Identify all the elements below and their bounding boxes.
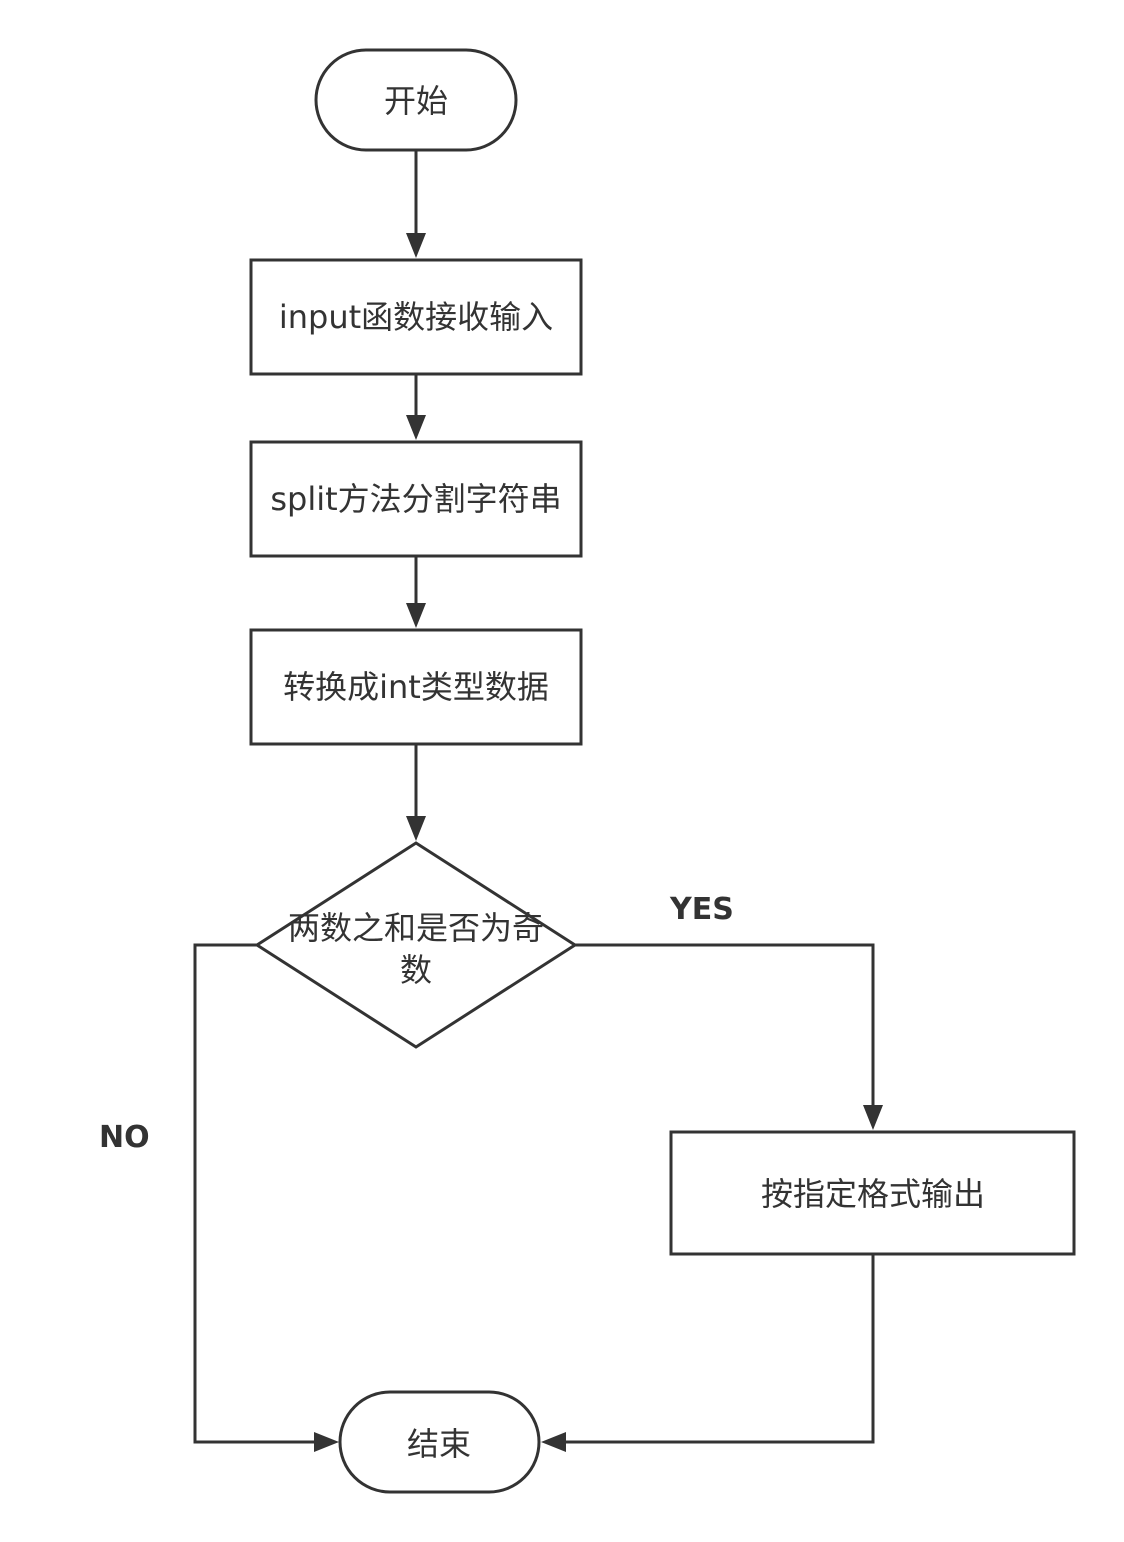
edge-convert-to-decision — [406, 744, 426, 841]
start-label: 开始 — [384, 82, 448, 120]
end-node: 结束 — [338, 1390, 541, 1494]
convert-process-label: 转换成int类型数据 — [283, 668, 549, 706]
arrowhead — [406, 816, 426, 841]
split-process-node: split方法分割字符串 — [249, 440, 583, 558]
decision-node: 两数之和是否为奇 数 — [254, 841, 578, 1049]
arrowhead — [314, 1432, 339, 1452]
edge-no-to-end — [193, 943, 339, 1452]
decision-label-line2: 数 — [400, 951, 432, 989]
arrowhead — [863, 1105, 883, 1130]
decision-label-line1: 两数之和是否为奇 — [288, 909, 544, 947]
start-node: 开始 — [314, 48, 518, 152]
yes-label: YES — [669, 892, 734, 927]
end-label: 结束 — [407, 1425, 471, 1463]
edge-output-to-end — [541, 1254, 875, 1452]
arrowhead — [406, 603, 426, 628]
arrowhead — [541, 1432, 566, 1452]
arrowhead — [406, 233, 426, 258]
edge-input-to-split — [406, 374, 426, 440]
input-process-node: input函数接收输入 — [249, 258, 583, 376]
output-process-label: 按指定格式输出 — [761, 1175, 985, 1213]
no-label: NO — [99, 1120, 150, 1155]
edge-start-to-input — [406, 150, 426, 258]
output-process-node: 按指定格式输出 — [669, 1130, 1076, 1256]
split-process-label: split方法分割字符串 — [270, 480, 561, 518]
edge-yes-to-output — [575, 943, 883, 1130]
arrowhead — [406, 415, 426, 440]
input-process-label: input函数接收输入 — [279, 298, 553, 336]
edge-split-to-convert — [406, 556, 426, 628]
convert-process-node: 转换成int类型数据 — [249, 628, 583, 746]
